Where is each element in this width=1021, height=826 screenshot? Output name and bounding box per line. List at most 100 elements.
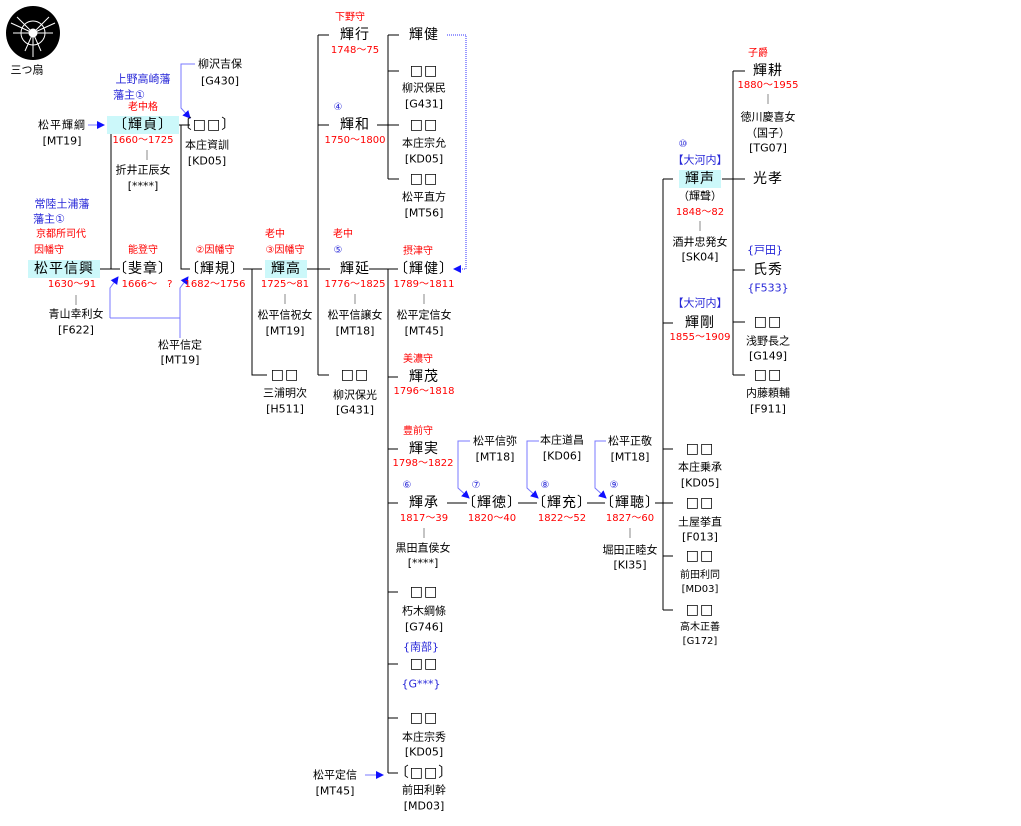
title-or-years-tt-y: 1725～81 [260, 279, 310, 290]
person-name-hs-n: 〔斐章〕 [113, 261, 173, 277]
relation-name-tt-s: 松平信祝女 [257, 308, 313, 322]
title-or-years-tk2-y: 1789～1811 [393, 279, 455, 290]
title-or-years-tz-y: 1798～1822 [392, 458, 454, 469]
person-name-hm-n: □□ [409, 117, 439, 133]
relation-name-tj-s: 黒田直侯女 [395, 541, 451, 555]
family-code-kk-c: [G746] [404, 620, 444, 634]
relation-name-nt-s: 内藤頼輔 [746, 386, 790, 400]
person-name-tk-n: 輝和 [340, 117, 370, 133]
person-name-ty-n: 輝行 [340, 27, 370, 43]
title-or-years-tm-t: 美濃守 [403, 354, 433, 365]
title-or-years-tsd-y: 1660～1725 [112, 135, 174, 146]
title-or-years-tt-t1: 老中 [265, 229, 285, 240]
family-code-md-c: [MD03] [681, 584, 719, 595]
generation-number-t7-no: ⑦ [471, 480, 481, 491]
person-name-hs2-n: □□ [409, 710, 439, 726]
relation-name-tko-s: 徳川慶喜女 [740, 110, 796, 124]
family-code-a1c: [MT19] [42, 134, 82, 148]
domain-label-nob-d1: 常陸土浦藩 [34, 197, 90, 211]
generation-number-t8-no: ⑧ [540, 480, 550, 491]
relation-name-nob-s: 青山幸利女 [48, 307, 104, 321]
title-or-years-tko-y: 1880～1955 [737, 80, 799, 91]
relation-name-tnb-s: 松平信譲女 [327, 308, 383, 322]
relation-name-t10-s: 酒井忠発女 [672, 235, 728, 249]
family-code-tko-c: [TG07] [749, 141, 787, 155]
family-code-tk2-c: [MT45] [404, 324, 444, 338]
person-name-t8-n: 〔輝充〕 [532, 495, 592, 511]
family-code-tt-c: [MT19] [265, 324, 305, 338]
person-name-tken-n: 輝健 [409, 27, 439, 43]
person-name-highlighted-tsd-n: 〔輝貞〕 [107, 116, 179, 134]
title-or-years-t9-y: 1827～60 [605, 513, 655, 524]
relation-name-ns-n: 松平信定 [158, 338, 202, 352]
relation-name-hj-s: 本庄乗承 [678, 460, 722, 474]
title-or-years-nob-y: 1630～91 [47, 279, 97, 290]
person-name-highlighted-tt-n: 輝高 [265, 260, 307, 278]
family-code-ns-c: [MT19] [160, 353, 200, 367]
relation-name-hm-s: 本庄宗允 [402, 136, 446, 150]
family-code-nob-c: [F622] [58, 323, 94, 337]
relation-name-ma-s: 三浦明次 [263, 386, 307, 400]
family-code-t9-c: [KI35] [613, 558, 647, 572]
person-name-hj-n: □□ [685, 441, 715, 457]
relation-name-mn-s: 松平直方 [402, 190, 446, 204]
family-code-hm-c: [KD05] [404, 152, 444, 166]
relation-name-mk-n: 松平正敬 [608, 434, 652, 448]
family-code-ma-c: [H511] [266, 402, 304, 416]
person-name-tk2-n: 〔輝健〕 [394, 261, 454, 277]
title-or-years-hs-y: 1666～ ? [121, 279, 173, 290]
relation-name-tko-s2: （国子） [746, 126, 790, 140]
relation-name-t9-s: 堀田正睦女 [602, 543, 658, 557]
family-code-t10-c: [SK04] [681, 250, 719, 264]
person-name-kk-n: □□ [409, 584, 439, 600]
person-name-nb-n: □□ [409, 656, 439, 672]
domain-label-tg-b: 【大河内】 [672, 296, 728, 310]
domain-label-t10-b: 【大河内】 [672, 153, 728, 167]
family-code-nt-c: [F911] [750, 402, 786, 416]
title-or-years-nob-t1: 京都所司代 [36, 229, 86, 240]
family-code-hs2-c: [KD05] [404, 745, 444, 759]
title-or-years-t8-y: 1822～52 [537, 513, 587, 524]
person-name-yt-n: □□ [409, 63, 439, 79]
person-name-nt-n: □□ [753, 367, 783, 383]
title-or-years-tnb-t1: 老中 [333, 229, 353, 240]
title-or-years-tt-t2: ③因幡守 [265, 245, 305, 256]
title-or-years-tm-y: 1796～1818 [393, 386, 455, 397]
title-or-years-tn-t: ②因幡守 [195, 245, 235, 256]
person-name-tm-n: 輝茂 [409, 369, 439, 385]
person-name-a1n: 松平輝綱 [38, 118, 86, 132]
generation-number-tk-no: ④ [333, 102, 343, 113]
family-code-yt-c: [G431] [404, 97, 444, 111]
family-code-ym-c: [G431] [335, 403, 375, 417]
relation-name-t10-alt: （輝聲） [678, 189, 722, 203]
person-name-t7-n: 〔輝徳〕 [462, 495, 522, 511]
relation-name-tc-s: 土屋挙直 [678, 515, 722, 529]
family-code-yy-c: [G430] [200, 74, 240, 88]
person-name-tz-n: 輝実 [409, 441, 439, 457]
relation-name-ym-s: 柳沢保光 [333, 388, 377, 402]
title-or-years-tk-y: 1750～1800 [324, 135, 386, 146]
person-name-mt-n: 〔□□〕 [394, 765, 454, 781]
person-name-highlighted-nob-n: 松平信興 [28, 260, 100, 278]
family-code-dm-c: [KD06] [542, 449, 582, 463]
family-code-tki-c: [G172] [682, 636, 718, 647]
domain-label-uh-c: {F533} [747, 281, 789, 295]
family-code-sg-c: [KD05] [187, 154, 227, 168]
person-name-highlighted-t10-n: 輝声 [679, 170, 721, 188]
person-name-tko-n: 輝耕 [753, 63, 783, 79]
person-name-kk2-n: 光孝 [753, 171, 783, 187]
domain-label-nb-b: {南部} [403, 640, 439, 654]
relation-name-md-s: 前田利同 [680, 570, 720, 581]
family-code-mt-c: [MD03] [403, 799, 445, 813]
family-code-mk-c: [MT18] [610, 450, 650, 464]
family-code-tj-c: [****] [407, 556, 439, 570]
generation-number-tnb-no: ⑤ [333, 245, 343, 256]
relation-name-tki-s: 高木正善 [680, 622, 720, 633]
crest-label: 三つ扇 [10, 63, 44, 77]
person-name-tki-n: □□ [685, 602, 715, 618]
family-code-nm-c: [MT18] [475, 450, 515, 464]
person-name-t9-n: 〔輝聴〕 [600, 495, 660, 511]
person-name-ym-n: □□ [340, 367, 370, 383]
family-code-hj-c: [KD05] [680, 476, 720, 490]
